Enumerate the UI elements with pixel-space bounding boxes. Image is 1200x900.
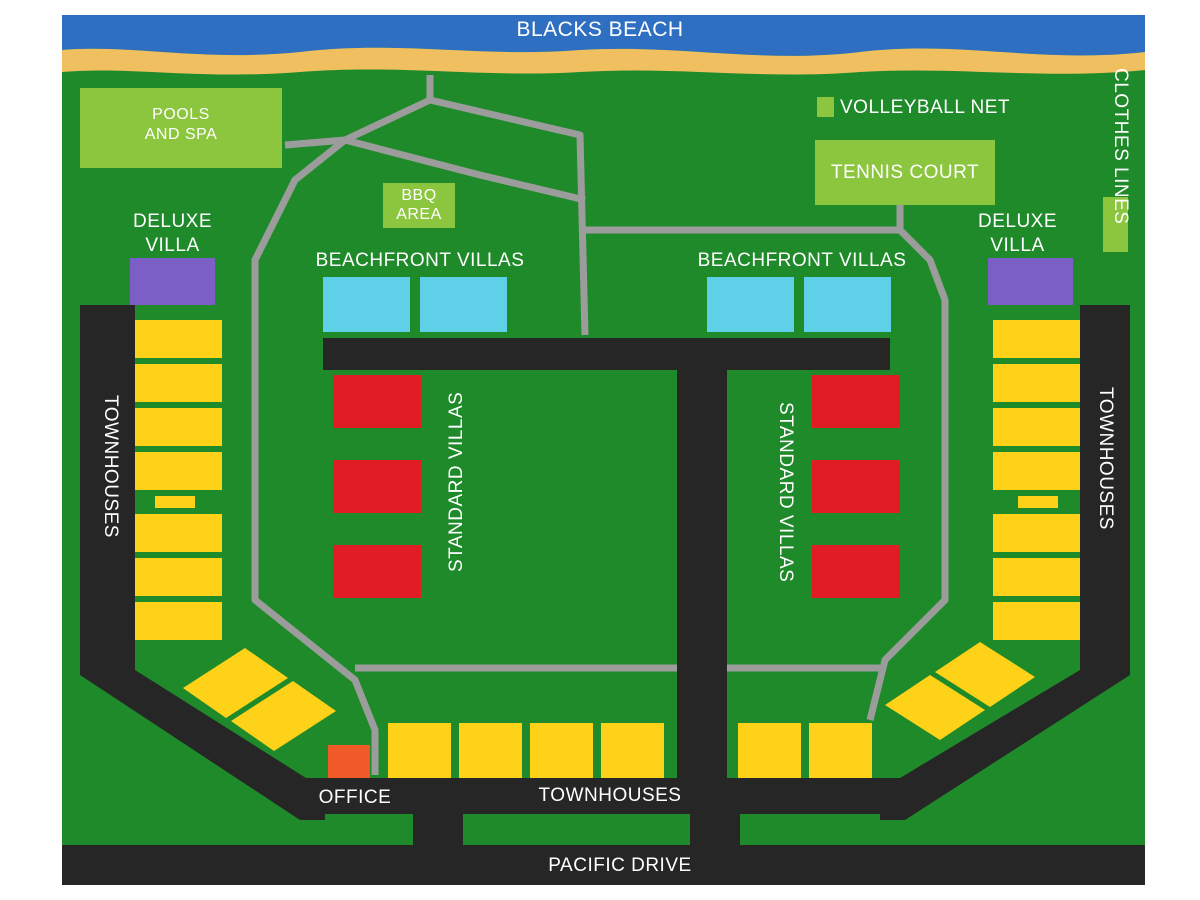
townhouse <box>809 723 872 778</box>
tennis-court-label: TENNIS COURT <box>830 162 980 183</box>
volleyball-net-swatch <box>817 97 834 117</box>
bbq-area <box>383 183 455 228</box>
townhouse <box>183 648 288 718</box>
clothes-lines-area <box>1103 197 1128 252</box>
office-building <box>328 745 370 778</box>
townhouse <box>993 364 1080 402</box>
left-townhouse-road <box>80 305 325 820</box>
townhouses-left-label: TOWNHOUSES <box>100 395 121 538</box>
townhouse <box>135 602 222 640</box>
townhouse <box>135 514 222 552</box>
central-spine-road <box>677 338 727 813</box>
office-label: OFFICE <box>318 787 392 808</box>
standard-villa <box>812 460 900 513</box>
entrance-road-left <box>413 810 463 850</box>
standard-villa <box>812 375 900 428</box>
pools-spa-label: POOLS AND SPA <box>144 106 218 143</box>
standard-villa <box>333 545 421 598</box>
townhouse <box>459 723 522 778</box>
townhouse <box>601 723 664 778</box>
beachfront-villa <box>420 277 507 332</box>
standard-villa <box>333 460 421 513</box>
townhouse <box>993 408 1080 446</box>
standard-villa <box>812 545 900 598</box>
pacific-drive-label: PACIFIC DRIVE <box>548 855 692 876</box>
townhouses-bottom-label: TOWNHOUSES <box>538 785 682 806</box>
ocean <box>62 15 1145 56</box>
tennis-court <box>815 140 995 205</box>
townhouse <box>993 514 1080 552</box>
townhouse <box>135 558 222 596</box>
townhouse <box>388 723 451 778</box>
townhouse <box>993 602 1080 640</box>
beach-sand <box>62 47 1145 75</box>
townhouse <box>993 558 1080 596</box>
townhouse <box>993 452 1080 490</box>
volleyball-net-label: VOLLEYBALL NET <box>840 97 1010 118</box>
deluxe-villa-left-label: DELUXE VILLA <box>132 211 213 256</box>
townhouse <box>135 364 222 402</box>
deluxe-villa-right-label: DELUXE VILLA <box>977 211 1058 256</box>
townhouse <box>231 681 336 751</box>
walking-paths <box>251 75 949 775</box>
beach-label: BLACKS BEACH <box>516 18 684 41</box>
standard-villas-left-label: STANDARD VILLAS <box>446 391 467 572</box>
townhouse <box>993 320 1080 358</box>
deluxe-villa-left <box>130 258 215 305</box>
townhouse <box>135 408 222 446</box>
townhouse <box>155 496 195 508</box>
beachfront-villas-right-label: BEACHFRONT VILLAS <box>697 250 907 271</box>
pacific-drive-road <box>62 845 1145 885</box>
beachfront-villa <box>804 277 891 332</box>
beachfront-villas <box>323 277 891 332</box>
beachfront-villa <box>323 277 410 332</box>
bbq-area-label: BBQ AREA <box>396 187 442 223</box>
entrance-road-right <box>690 810 740 850</box>
townhouse <box>135 320 222 358</box>
standard-villa <box>333 375 421 428</box>
right-townhouse-road <box>880 305 1130 820</box>
townhouse <box>885 675 985 740</box>
deluxe-villa-right <box>988 258 1073 305</box>
central-crossbar-road <box>323 338 890 370</box>
townhouse <box>530 723 593 778</box>
bottom-townhouse-road <box>300 778 905 814</box>
townhouse <box>935 642 1035 707</box>
beachfront-villa <box>707 277 794 332</box>
clothes-lines-label: CLOTHES LINES <box>1110 68 1131 225</box>
roads <box>62 305 1145 885</box>
standard-villas <box>333 375 900 598</box>
townhouse <box>1018 496 1058 508</box>
townhouse <box>738 723 801 778</box>
townhouses <box>135 320 1080 778</box>
townhouses-right-label: TOWNHOUSES <box>1095 387 1116 530</box>
standard-villas-right-label: STANDARD VILLAS <box>775 402 796 583</box>
pools-spa-area <box>80 88 282 168</box>
townhouse <box>135 452 222 490</box>
beachfront-villas-left-label: BEACHFRONT VILLAS <box>315 250 525 271</box>
